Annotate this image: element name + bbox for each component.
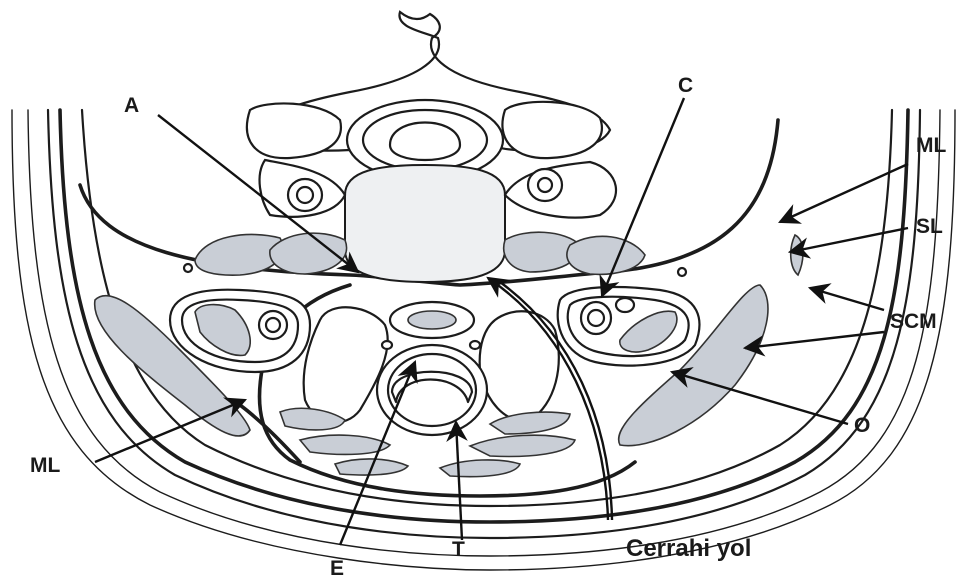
label-E: E bbox=[330, 557, 344, 580]
carotid-sheath-right bbox=[558, 287, 700, 366]
label-SCM: SCM bbox=[890, 310, 937, 333]
label-SL: SL bbox=[916, 215, 943, 238]
carotid-sheath-left bbox=[170, 290, 310, 372]
spinal-cord bbox=[390, 123, 460, 161]
label-ML-left: ML bbox=[30, 454, 60, 477]
label-ML-right: ML bbox=[916, 134, 946, 157]
arrow-ML-right bbox=[780, 164, 908, 222]
lamina-right bbox=[502, 102, 601, 158]
label-C: C bbox=[678, 74, 693, 97]
vertebral-body bbox=[345, 165, 505, 282]
label-surgical-route: Cerrahi yol bbox=[626, 535, 751, 562]
arrow-SCM-inner bbox=[745, 332, 884, 348]
right-small-muscle bbox=[791, 235, 803, 275]
lamina-left bbox=[247, 103, 341, 158]
label-T: T bbox=[452, 538, 465, 561]
label-O: O bbox=[854, 414, 870, 437]
label-A: A bbox=[124, 94, 139, 117]
thyroid-left-lobe bbox=[304, 307, 388, 422]
arrow-SL bbox=[790, 228, 908, 252]
